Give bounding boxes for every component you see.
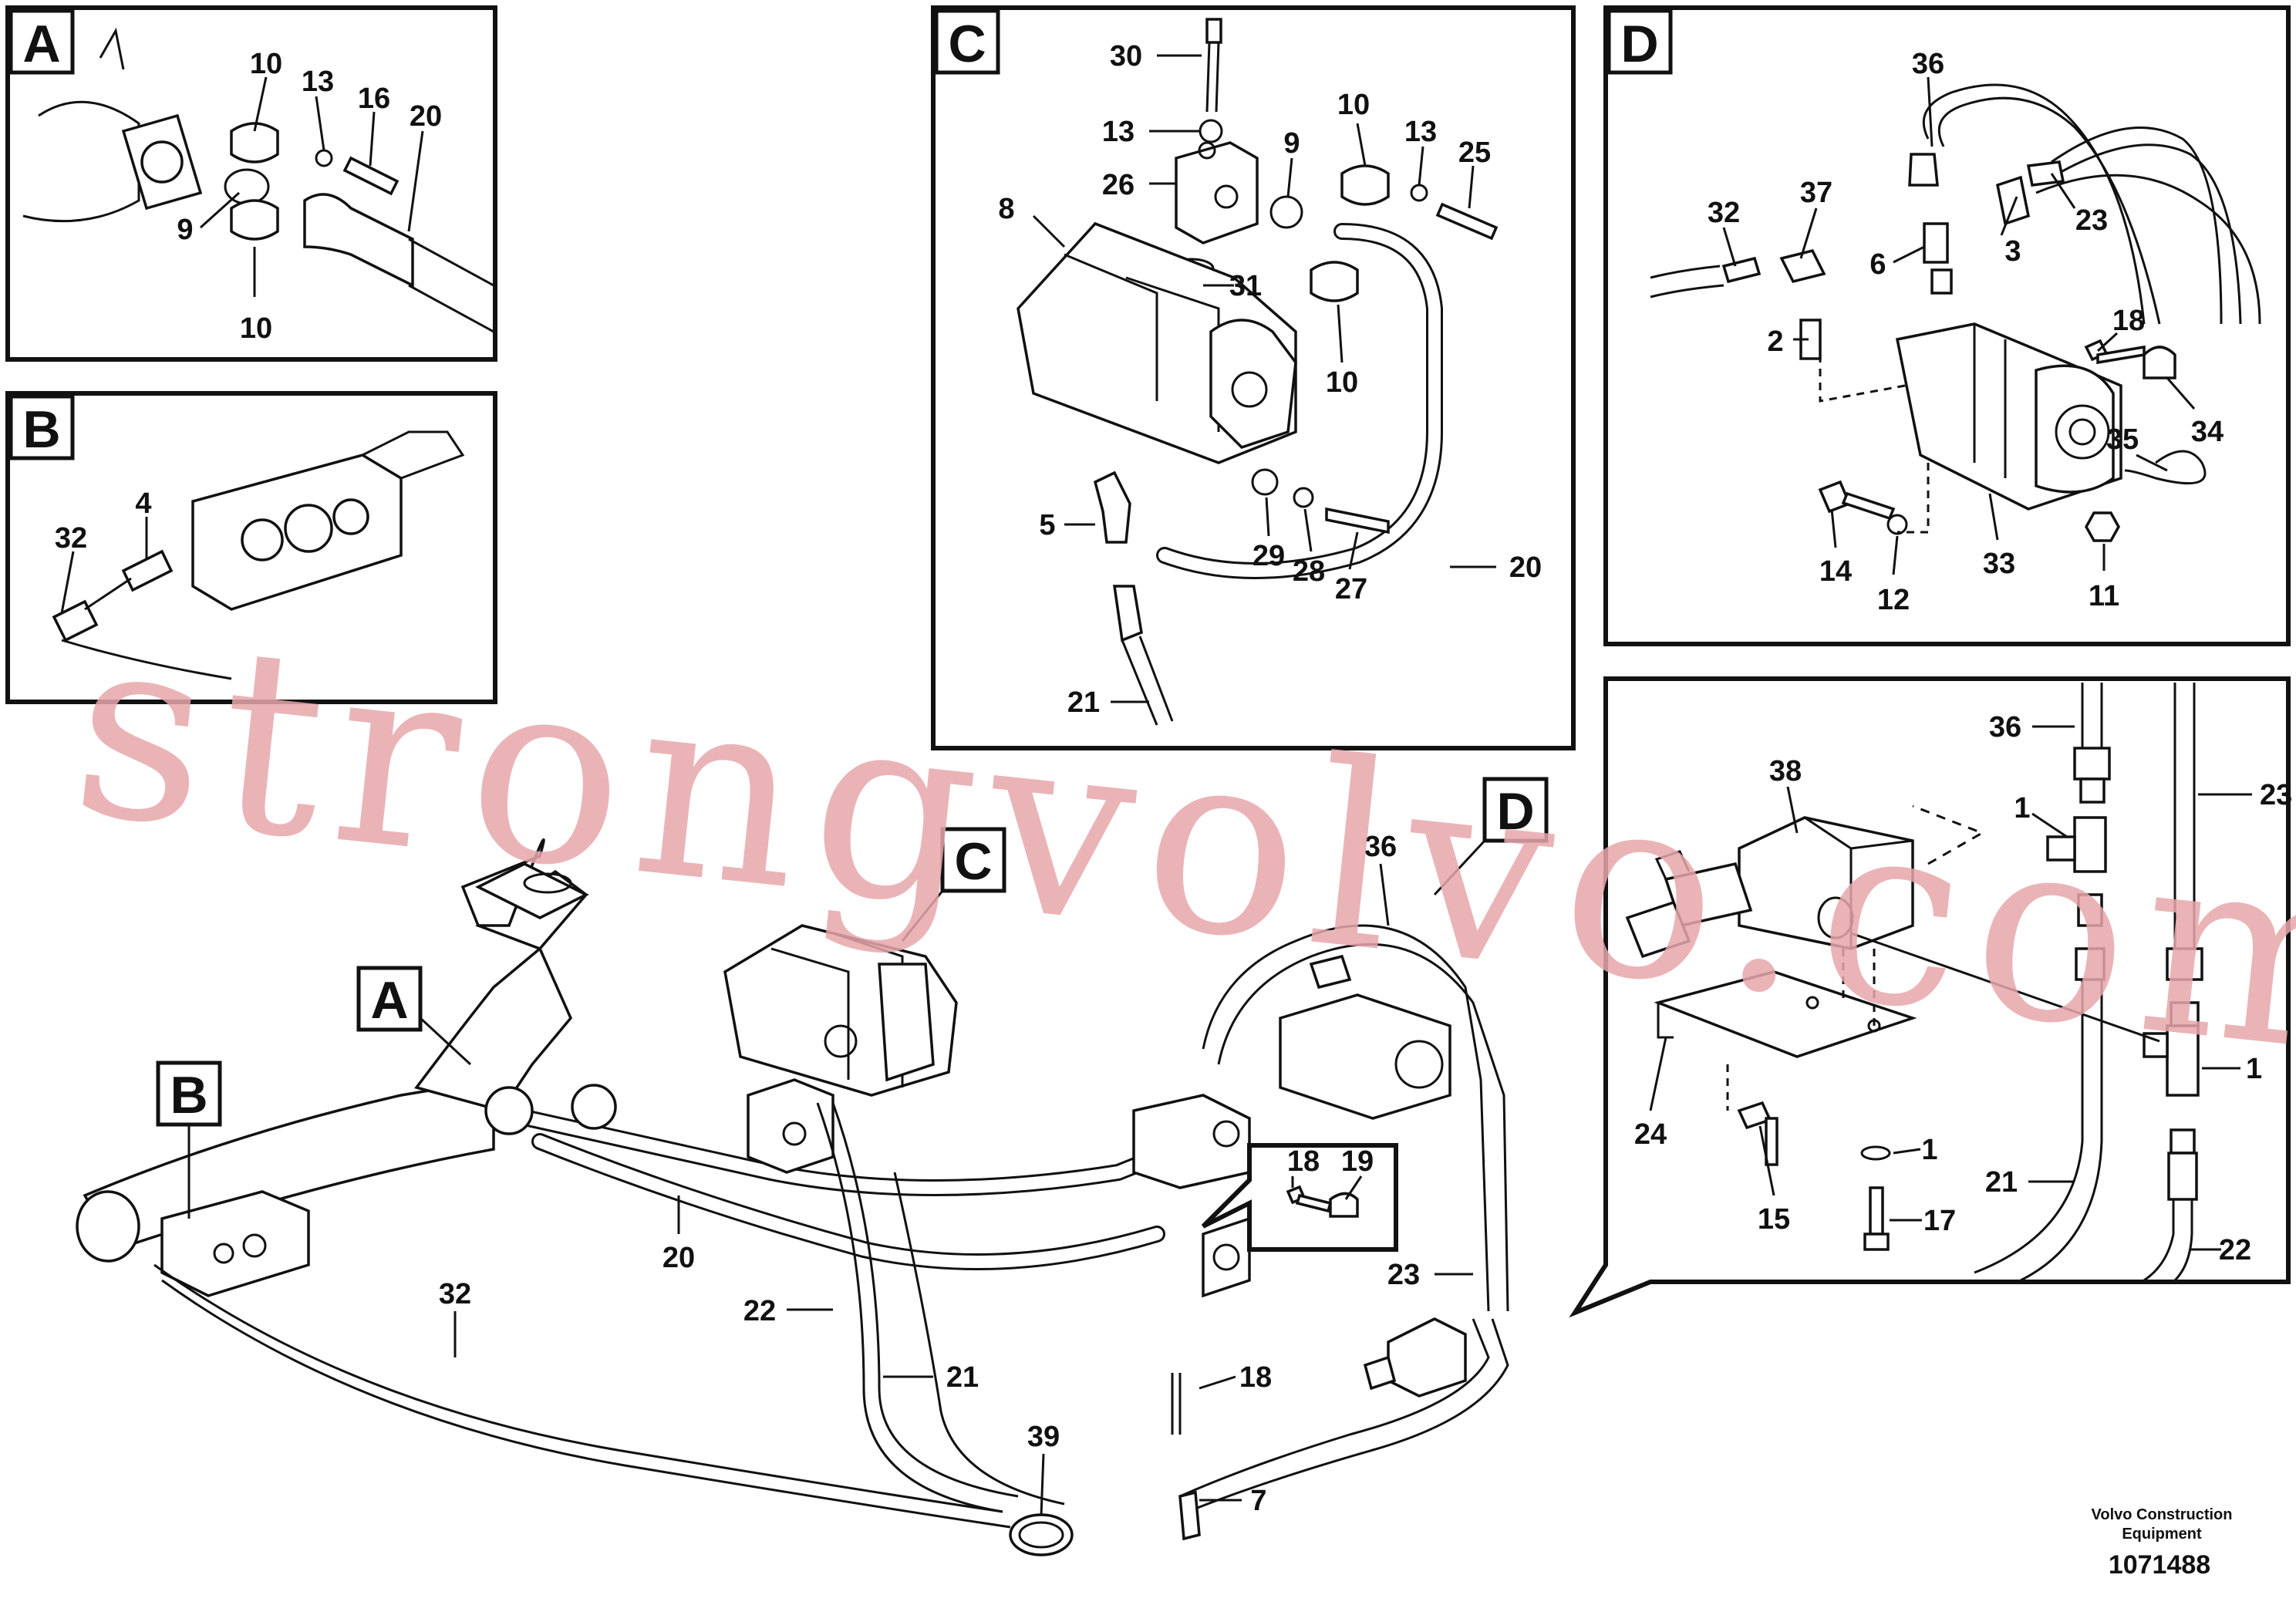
panel-c-tag: C xyxy=(948,15,986,73)
main-callout-18-detail: 18 xyxy=(1287,1145,1320,1178)
panel-valve-callout-23: 23 xyxy=(2260,779,2292,811)
panel-c-callout-10-top: 10 xyxy=(1337,89,1370,121)
main-callout-7: 7 xyxy=(1250,1485,1266,1517)
panel-valve-callout-1-washer: 1 xyxy=(1921,1134,1937,1166)
panel-d-callout-6: 6 xyxy=(1870,248,1886,281)
company-name-line1: Volvo Construction xyxy=(2092,1506,2233,1523)
detail-panel-d: D xyxy=(1603,5,2291,646)
company-name-line2: Equipment xyxy=(2122,1526,2202,1543)
panel-c-callout-13-left: 13 xyxy=(1102,116,1135,148)
panel-d-callout-23: 23 xyxy=(2075,204,2108,237)
main-tag-b: B xyxy=(170,1066,207,1125)
panel-a-callout-20: 20 xyxy=(410,100,442,133)
panel-valve-callout-24: 24 xyxy=(1634,1118,1667,1151)
panel-d-callout-35: 35 xyxy=(2106,423,2139,456)
panel-c-callout-20: 20 xyxy=(1509,551,1542,584)
panel-valve-callout-15: 15 xyxy=(1758,1203,1790,1236)
panel-a-tag: A xyxy=(22,15,60,73)
panel-valve-callout-22: 22 xyxy=(2219,1234,2251,1266)
panel-valve-callout-1-right: 1 xyxy=(2246,1053,2262,1085)
panel-d-callout-36: 36 xyxy=(1912,48,1944,80)
detail-panel-valve: 36 23 38 1 1 24 1 15 17 21 22 xyxy=(1569,676,2292,1318)
panel-b-callout-32: 32 xyxy=(55,522,87,555)
main-assembly: A B C D 36 20 18 19 23 32 22 21 18 39 7 xyxy=(76,777,1549,1556)
panel-c-callout-26: 26 xyxy=(1102,169,1135,201)
panel-c-callout-5: 5 xyxy=(1039,509,1055,541)
panel-b-tag: B xyxy=(22,400,60,459)
panel-d-tag: D xyxy=(1620,15,1658,73)
main-tag-d: D xyxy=(1496,782,1534,841)
panel-c-callout-9: 9 xyxy=(1283,127,1300,160)
panel-c-callout-28: 28 xyxy=(1293,555,1325,588)
panel-d-callout-33: 33 xyxy=(1983,548,2015,580)
panel-c-callout-25: 25 xyxy=(1458,137,1491,169)
panel-valve-callout-36: 36 xyxy=(1989,711,2021,744)
panel-c-callout-10-bottom: 10 xyxy=(1326,366,1358,399)
main-callout-36: 36 xyxy=(1364,831,1397,863)
main-callout-22: 22 xyxy=(743,1295,776,1327)
panel-c-callout-21: 21 xyxy=(1067,686,1100,719)
panel-c-callout-31: 31 xyxy=(1229,270,1262,302)
panel-d-callout-18: 18 xyxy=(2112,305,2145,337)
panel-d-callout-12: 12 xyxy=(1877,584,1910,616)
main-callout-19: 19 xyxy=(1341,1145,1374,1178)
panel-a-callout-10-bottom: 10 xyxy=(240,312,272,345)
main-tag-c: C xyxy=(954,832,992,891)
panel-a-callout-13: 13 xyxy=(302,66,334,98)
detail-panel-b: B 32 4 xyxy=(5,391,497,704)
panel-c-callout-29: 29 xyxy=(1253,540,1285,572)
panel-valve-callout-1-top: 1 xyxy=(2014,792,2030,824)
panel-d-callout-11: 11 xyxy=(2089,580,2119,612)
footer: Volvo Construction Equipment 1071488 xyxy=(2092,1506,2233,1580)
main-callout-18: 18 xyxy=(1239,1361,1272,1394)
panel-valve-callout-17: 17 xyxy=(1923,1205,1956,1237)
panel-d-callout-32: 32 xyxy=(1708,197,1740,229)
main-callout-20: 20 xyxy=(663,1242,695,1274)
panel-a-callout-16: 16 xyxy=(358,83,390,115)
document-number: 1071488 xyxy=(2109,1550,2210,1580)
panel-d-callout-3: 3 xyxy=(2004,235,2021,268)
main-callout-32: 32 xyxy=(439,1278,471,1310)
panel-b-callout-4: 4 xyxy=(135,487,151,520)
detail-panel-a: A 10 13 16 20 9 10 xyxy=(5,5,497,362)
panel-c-callout-8: 8 xyxy=(998,193,1014,225)
panel-a-callout-9: 9 xyxy=(177,214,193,246)
panel-d-callout-2: 2 xyxy=(1767,325,1783,358)
panel-valve-callout-21: 21 xyxy=(1985,1166,2018,1199)
panel-d-callout-14: 14 xyxy=(1819,555,1852,588)
panel-c-callout-13-right: 13 xyxy=(1404,116,1437,148)
panel-a-callout-10-top: 10 xyxy=(250,48,282,80)
main-callout-21: 21 xyxy=(946,1361,979,1394)
main-tag-a: A xyxy=(370,971,408,1030)
panel-valve-callout-38: 38 xyxy=(1769,755,1802,787)
detail-panel-c: C xyxy=(931,5,1576,750)
panel-c-callout-30: 30 xyxy=(1110,40,1142,73)
panel-d-callout-34: 34 xyxy=(2191,416,2224,448)
panel-d-callout-37: 37 xyxy=(1800,177,1832,209)
main-callout-39: 39 xyxy=(1027,1421,1060,1453)
main-callout-23: 23 xyxy=(1387,1259,1420,1291)
panel-c-callout-27: 27 xyxy=(1335,573,1367,605)
